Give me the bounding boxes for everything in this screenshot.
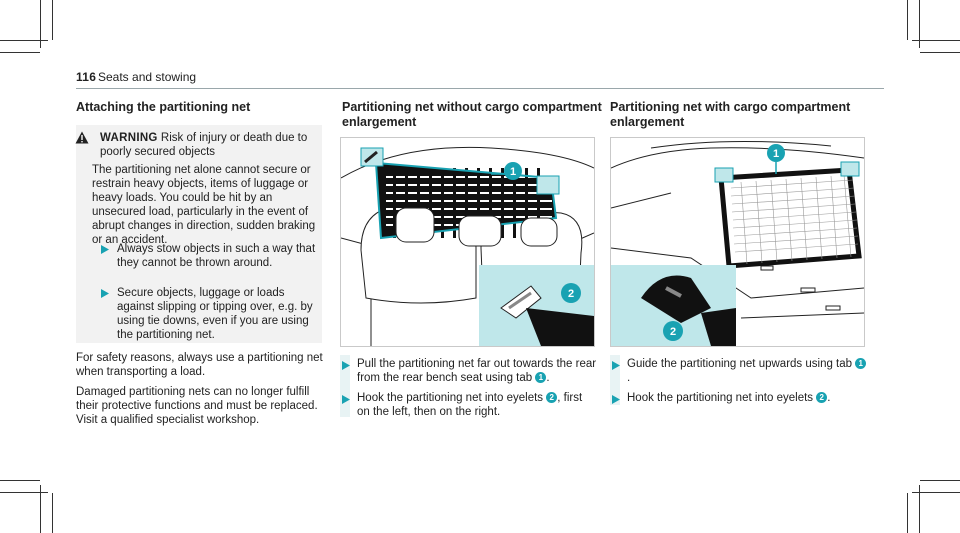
callout-ref-1: 1 — [855, 358, 867, 369]
warning-bullet: Always stow objects in such a way that t… — [117, 243, 316, 269]
step-hook-net: Hook the partitioning net into eyelets 2… — [357, 392, 583, 418]
figure-net-with-enlargement: 1 2 — [610, 137, 865, 347]
paragraph-damaged: Damaged partitioning nets can no longer … — [76, 386, 318, 426]
step-arrow-icon — [342, 395, 350, 404]
header-rule — [76, 88, 884, 89]
callout-ref-1: 1 — [535, 372, 547, 383]
crop-mark — [907, 0, 908, 40]
crop-mark — [920, 52, 960, 53]
callout-2: 2 — [670, 326, 676, 338]
step-guide-net: Guide the partitioning net upwards using… — [627, 357, 867, 385]
callout-1: 1 — [510, 166, 516, 178]
step-hook-eyelets: Hook the partitioning net into eyelets 2… — [627, 392, 831, 404]
crop-mark — [52, 493, 53, 533]
step-bar — [610, 355, 620, 405]
callout-1: 1 — [773, 148, 779, 160]
step-pull-net: Pull the partitioning net far out toward… — [357, 358, 597, 384]
crop-mark — [40, 0, 41, 48]
callout-ref-2: 2 — [816, 392, 828, 403]
warning-box: WARNING Risk of injury or death due to p… — [75, 125, 322, 343]
crop-mark — [0, 492, 48, 493]
crop-mark — [52, 0, 53, 40]
page-number: 116 — [76, 70, 97, 84]
step-bar — [340, 355, 350, 417]
step-arrow-icon — [612, 361, 620, 370]
crop-mark — [919, 485, 920, 533]
crop-mark — [912, 40, 960, 41]
warning-label: WARNING — [100, 132, 158, 144]
crop-mark — [0, 480, 40, 481]
crop-mark — [920, 480, 960, 481]
figure-net-without-enlargement: 1 2 — [340, 137, 595, 347]
crop-mark — [919, 0, 920, 48]
warning-text: The partitioning net alone cannot secure… — [92, 164, 316, 246]
crop-mark — [0, 52, 40, 53]
section-title: Seats and stowing — [98, 70, 197, 84]
crop-mark — [40, 485, 41, 533]
callout-2: 2 — [568, 288, 574, 300]
step-arrow-icon — [612, 395, 620, 404]
step-arrow-icon — [342, 361, 350, 370]
heading-attaching-net: Attaching the partitioning net — [76, 100, 251, 114]
callout-ref-2: 2 — [546, 392, 558, 403]
crop-mark — [907, 493, 908, 533]
heading-with-enlargement: Partitioning net with cargo compartment … — [610, 100, 851, 129]
crop-mark — [0, 40, 48, 41]
crop-mark — [912, 492, 960, 493]
bullet-arrow-icon — [101, 245, 109, 254]
warning-bullet: Secure objects, luggage or loads against… — [117, 287, 313, 341]
warning-icon — [75, 131, 89, 144]
paragraph-safety: For safety reasons, always use a partiti… — [76, 352, 323, 378]
heading-without-enlargement: Partitioning net without cargo compartme… — [342, 100, 602, 129]
bullet-arrow-icon — [101, 289, 109, 298]
warning-title: Risk of injury or death due to poorly se… — [100, 132, 308, 158]
